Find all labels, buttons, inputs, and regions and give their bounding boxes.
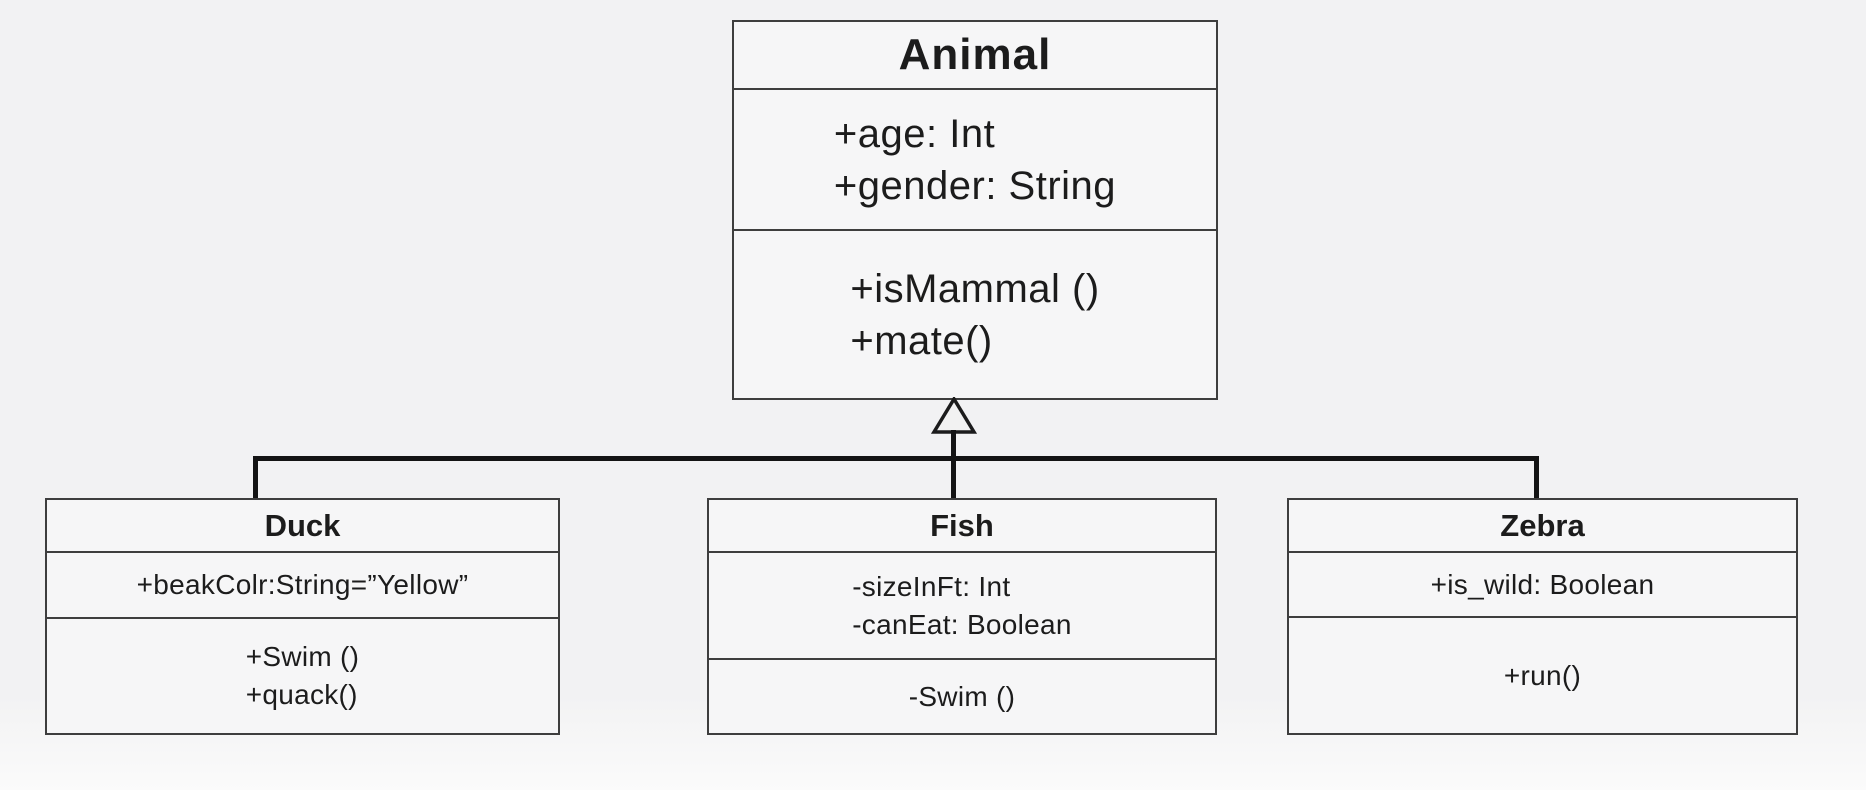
method-line: -Swim () (908, 680, 1016, 712)
class-name-label: Animal (898, 30, 1052, 79)
class-methods-animal: +isMammal () +mate() (734, 229, 1216, 398)
class-name-label: Fish (930, 507, 994, 543)
class-box-duck: Duck +beakColr:String=”Yellow” +Swim () … (45, 498, 560, 735)
method-line: +quack() (245, 679, 358, 710)
attribute-line: +gender: String (833, 163, 1117, 208)
method-line: +isMammal () (850, 266, 1100, 311)
connector-vertical-parent (951, 430, 956, 500)
attribute-line: +beakColr:String=”Yellow” (136, 569, 469, 600)
class-name-label: Zebra (1500, 507, 1585, 543)
connector-drop-zebra (1534, 456, 1539, 500)
attribute-line: +is_wild: Boolean (1430, 568, 1655, 600)
class-title-zebra: Zebra (1289, 500, 1796, 551)
class-attributes-zebra: +is_wild: Boolean (1289, 551, 1796, 616)
class-methods-duck: +Swim () +quack() (47, 617, 558, 733)
class-box-fish: Fish -sizeInFt: Int -canEat: Boolean -Sw… (707, 498, 1217, 735)
connector-horizontal (253, 456, 1539, 461)
method-line: +run() (1503, 659, 1582, 691)
connector-drop-duck (253, 456, 258, 500)
class-box-animal: Animal +age: Int +gender: String +isMamm… (732, 20, 1218, 400)
class-attributes-duck: +beakColr:String=”Yellow” (47, 551, 558, 617)
class-title-duck: Duck (47, 500, 558, 551)
method-line: +mate() (850, 318, 993, 363)
attribute-line: +age: Int (833, 111, 996, 156)
class-title-fish: Fish (709, 500, 1215, 551)
class-attributes-animal: +age: Int +gender: String (734, 88, 1216, 229)
class-methods-zebra: +run() (1289, 616, 1796, 733)
attribute-line: -canEat: Boolean (852, 608, 1072, 640)
class-name-label: Duck (264, 507, 341, 543)
attribute-line: -sizeInFt: Int (852, 570, 1011, 602)
class-methods-fish: -Swim () (709, 658, 1215, 733)
class-title-animal: Animal (734, 22, 1216, 88)
method-line: +Swim () (245, 641, 360, 672)
class-attributes-fish: -sizeInFt: Int -canEat: Boolean (709, 551, 1215, 658)
class-box-zebra: Zebra +is_wild: Boolean +run() (1287, 498, 1798, 735)
